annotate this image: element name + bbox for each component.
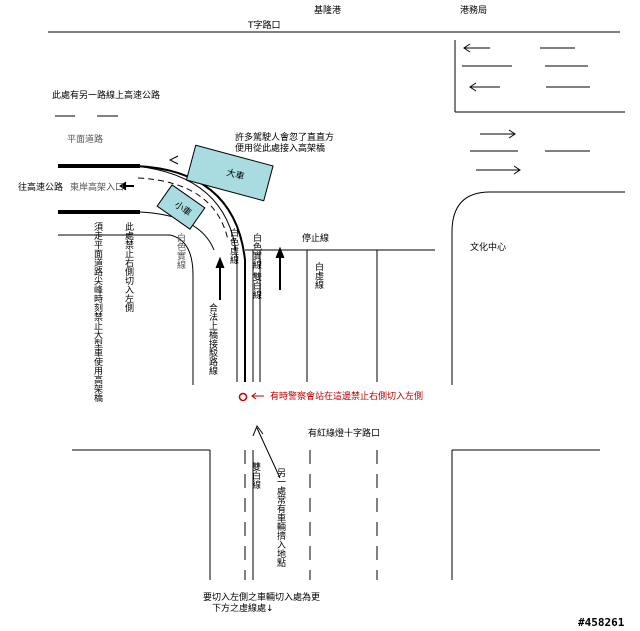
arrow-left-icon [463,43,490,53]
label-t-junction: T字路口 [247,19,281,31]
arrow-up-icon [215,256,225,300]
label-police-note: 有時警察會站在這邊禁止右側切入左側 [270,390,423,402]
ramp-arrow-icon [168,155,179,165]
label-legal-ramp: 合法上橋接駁路線 [207,302,218,375]
police-marker-icon [238,392,248,402]
ramp-inner-curve [134,165,238,382]
label-to-highway: 往高速公路 [18,181,63,193]
label-flat-peak: 須走平面道路尖峰時刻禁止大型車使用高架橋 [92,222,103,403]
label-east-ramp: 東岸高架入口 [70,181,124,193]
label-no-right-left: 此處禁止右側切入左側 [123,221,134,312]
label-port-bureau: 港務局 [460,4,487,16]
label-use-this: 便用從此處接入高架橋 [235,142,325,154]
ramp-outer-curve [134,165,246,382]
label-white-solid-right: 白色實線 [251,232,262,269]
label-another-place: 另一處常有車輛擠入地點 [275,468,286,568]
label-many-drivers: 許多駕駛人會忽了直直方 [235,131,334,143]
arrow-right-icon [480,129,516,139]
label-double-white-lower: 雙白線 [250,461,261,489]
label-stop-line: 停止線 [302,232,329,244]
label-keelung-port: 基隆港 [314,4,341,16]
arrow-right-icon [476,165,521,175]
arrow-left-icon [251,392,264,400]
arrow-up-icon [275,246,285,290]
label-another-route: 此處有另一路線上高速公路 [52,89,160,101]
truck-shape [185,144,274,202]
small-car-shape [156,184,206,230]
label-flat-road: 平面道路 [67,133,103,145]
photo-tag: #458261 [578,616,625,629]
label-white-solid-left: 白色實線 [175,232,186,269]
left-road-edge [58,234,194,385]
pointer-arrow-icon [252,424,281,479]
label-double-white: 雙白線 [251,271,262,299]
arrow-left-icon [469,82,500,92]
ramp-dashed-curve [137,177,229,241]
label-bottom-note-2: 下方之虛線處↓ [212,602,274,614]
highway-arrow-icon [119,181,134,191]
label-white-dashed: 白色虛線 [228,227,239,264]
label-culture-center: 文化中心 [470,241,506,253]
label-bottom-note-1: 要切入左側之車輛切入處為更 [203,591,320,603]
label-white-lane: 白虛線 [313,261,324,289]
culture-center-block [451,191,625,385]
label-red-light: 有紅綠燈十字路口 [308,427,380,439]
